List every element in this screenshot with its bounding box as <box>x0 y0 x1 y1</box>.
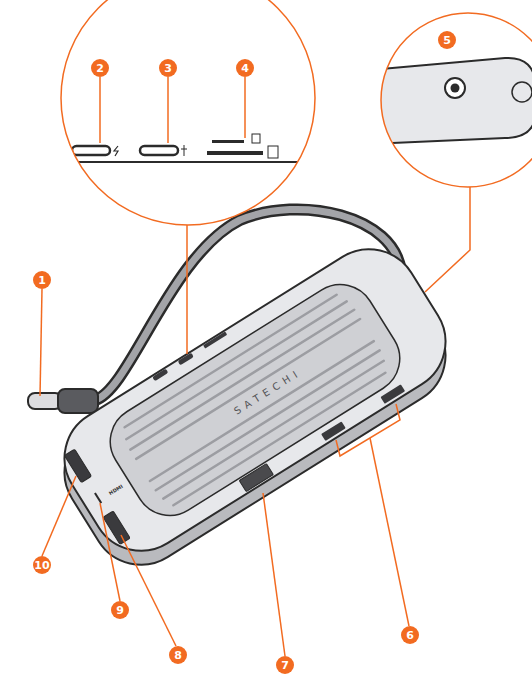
callout-number: 6 <box>406 630 414 641</box>
callout-number: 9 <box>116 605 124 616</box>
callout-dots <box>33 31 456 674</box>
callout-number: 7 <box>281 660 289 671</box>
callout-number: 3 <box>164 63 172 74</box>
hub-body <box>46 230 465 569</box>
callout-number: 5 <box>443 35 451 46</box>
callout-number: 2 <box>96 63 104 74</box>
callout-number: 8 <box>174 650 182 661</box>
callout-number: 1 <box>38 275 46 286</box>
callout-number: 4 <box>241 63 249 74</box>
leader-lines <box>40 77 470 656</box>
callout-number: 10 <box>34 560 49 571</box>
detail-circle <box>370 13 532 187</box>
detail-circle <box>55 0 325 225</box>
